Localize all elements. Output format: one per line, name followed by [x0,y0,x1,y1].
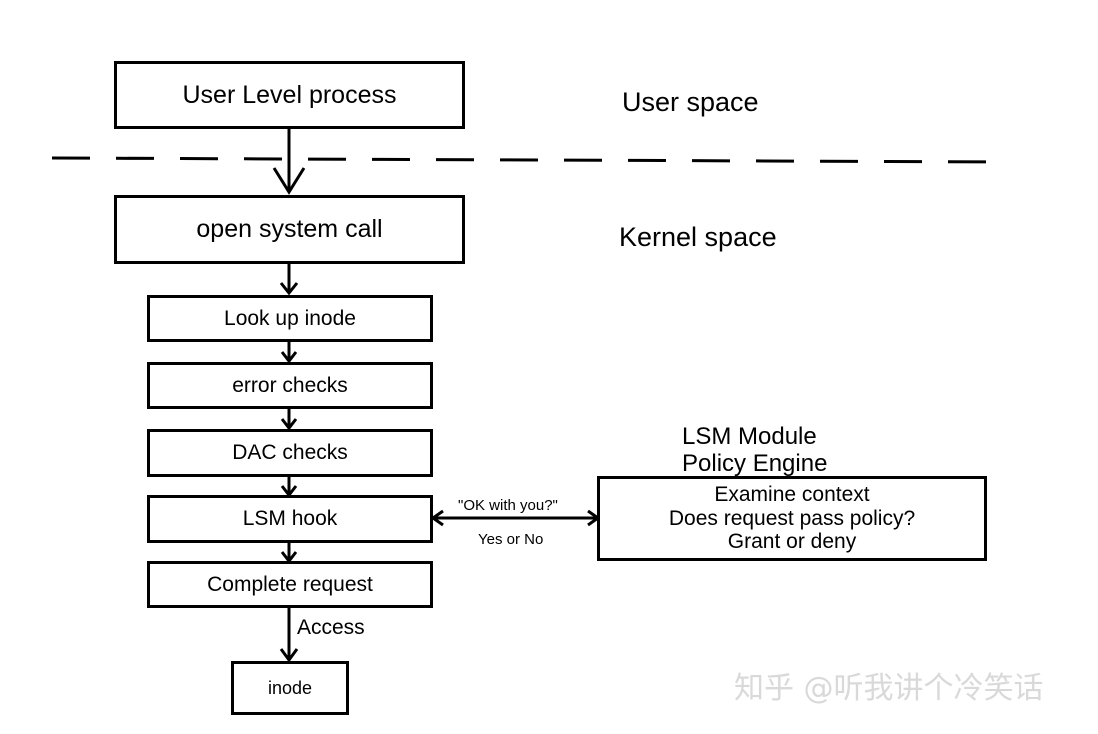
error-checks-text: error checks [232,373,348,397]
policy-engine-box: Examine context Does request pass policy… [597,476,987,561]
complete-request-box: Complete request [147,561,433,608]
lsm-module-title: LSM Module [682,423,817,450]
arrowhead-complete-to-inode [279,648,299,663]
arrowhead-lookup-to-error [280,351,298,364]
dac-checks-text: DAC checks [232,441,348,464]
error-checks-box: error checks [147,362,433,409]
inode-text: inode [267,677,313,698]
yes-or-no-label: Yes or No [478,531,544,548]
arrowhead-left [430,509,444,527]
arrowhead-error-to-dac [280,418,298,431]
open-system-call-text: open system call [196,215,383,243]
access-label: Access [297,616,365,639]
user-kernel-boundary-line [51,156,1013,164]
policy-engine-line-1: Examine context [714,483,870,507]
lsm-hook-box: LSM hook [147,495,433,543]
inode-box: inode [231,661,349,715]
kernel-space-label: Kernel space [619,222,777,252]
arrowhead-syscall-to-lookup [279,282,299,296]
arrowhead-user-to-syscall [272,167,306,195]
user-space-label: User space [622,87,759,117]
dac-checks-box: DAC checks [147,429,433,477]
policy-engine-line-2: Does request pass policy? [668,506,916,530]
user-level-process-box: User Level process [114,61,465,129]
watermark-text: 知乎 @听我讲个冷笑话 [734,671,1044,706]
complete-request-text: Complete request [207,572,373,596]
look-up-inode-text: Look up inode [224,306,356,330]
ok-with-you-label: "OK with you?" [458,497,558,514]
user-level-process-text: User Level process [182,80,397,109]
policy-engine-line-3: Grant or deny [727,530,857,554]
open-system-call-box: open system call [114,195,465,264]
policy-engine-title: Policy Engine [682,450,828,477]
look-up-inode-box: Look up inode [147,295,433,342]
lsm-hook-text: LSM hook [242,507,338,530]
